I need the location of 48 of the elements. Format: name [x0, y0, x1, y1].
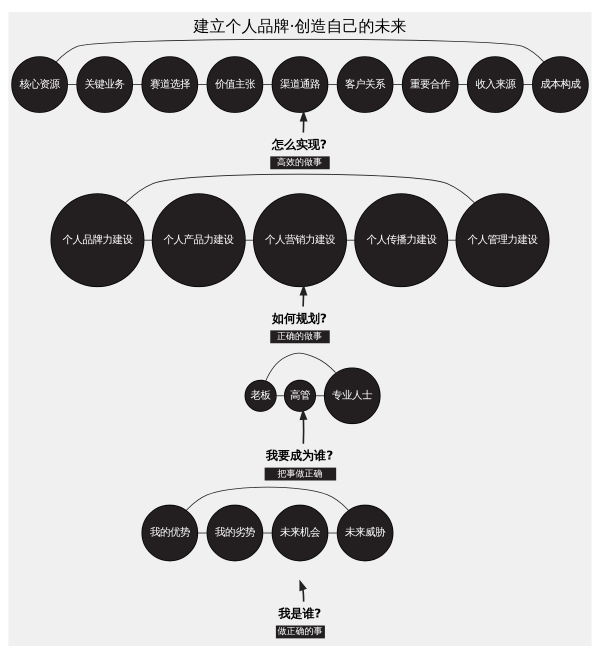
node-label: 怎么实现? — [272, 137, 327, 152]
connector — [265, 352, 336, 382]
node-circle: 赛道选择 — [141, 56, 198, 113]
node-box: 高效的做事 — [270, 156, 330, 170]
diagram-title: 建立个人品牌·创造自己的未来 — [193, 16, 407, 36]
node-circle: 价值主张 — [206, 56, 264, 113]
node-circle: 客户关系 — [336, 56, 394, 113]
connector — [198, 532, 208, 534]
node-label: 我要成为谁? — [266, 448, 334, 463]
connector — [125, 174, 475, 204]
arrow — [300, 284, 308, 307]
node-circle: 个人管理力建设 — [456, 193, 550, 288]
node-circle: 个人传播力建设 — [354, 193, 448, 288]
node-circle: 我的劣势 — [206, 504, 264, 562]
node-box: 正确的做事 — [270, 330, 330, 344]
connector — [523, 84, 533, 85]
node-circle: 收入来源 — [466, 56, 524, 113]
node-label: 如何规划? — [272, 311, 327, 326]
node-box: 做正确的事 — [276, 626, 325, 638]
node-circle: 个人产品力建设 — [152, 193, 246, 288]
connector — [458, 84, 468, 85]
node-circle: 个人品牌力建设 — [50, 193, 144, 288]
connector — [328, 84, 338, 85]
node-circle: 高管 — [284, 380, 316, 412]
connector — [132, 84, 142, 85]
node-circle: 我的优势 — [141, 504, 198, 562]
node-circle: 老板 — [244, 380, 277, 412]
node-circle: 重要合作 — [402, 56, 459, 113]
node-circle: 渠道通路 — [272, 56, 328, 113]
arrow — [300, 110, 308, 133]
node-label: 我是谁? — [278, 606, 322, 620]
arrow — [300, 408, 308, 444]
node-circle: 核心资源 — [11, 56, 68, 113]
node-circle: 成本构成 — [532, 56, 589, 113]
connector — [186, 486, 349, 511]
connector — [392, 84, 402, 85]
node-circle: 未来威胁 — [336, 504, 394, 562]
connector — [262, 532, 272, 534]
node-circle: 专业人士 — [324, 367, 381, 424]
connector — [328, 532, 338, 534]
connector — [67, 84, 77, 85]
connector — [56, 38, 544, 62]
node-box: 把事做正确 — [264, 468, 336, 480]
node-circle: 未来机会 — [272, 504, 328, 562]
connector — [262, 84, 272, 85]
node-circle: 关键业务 — [76, 56, 134, 113]
connector — [198, 84, 208, 85]
node-circle: 个人营销力建设 — [253, 193, 347, 288]
